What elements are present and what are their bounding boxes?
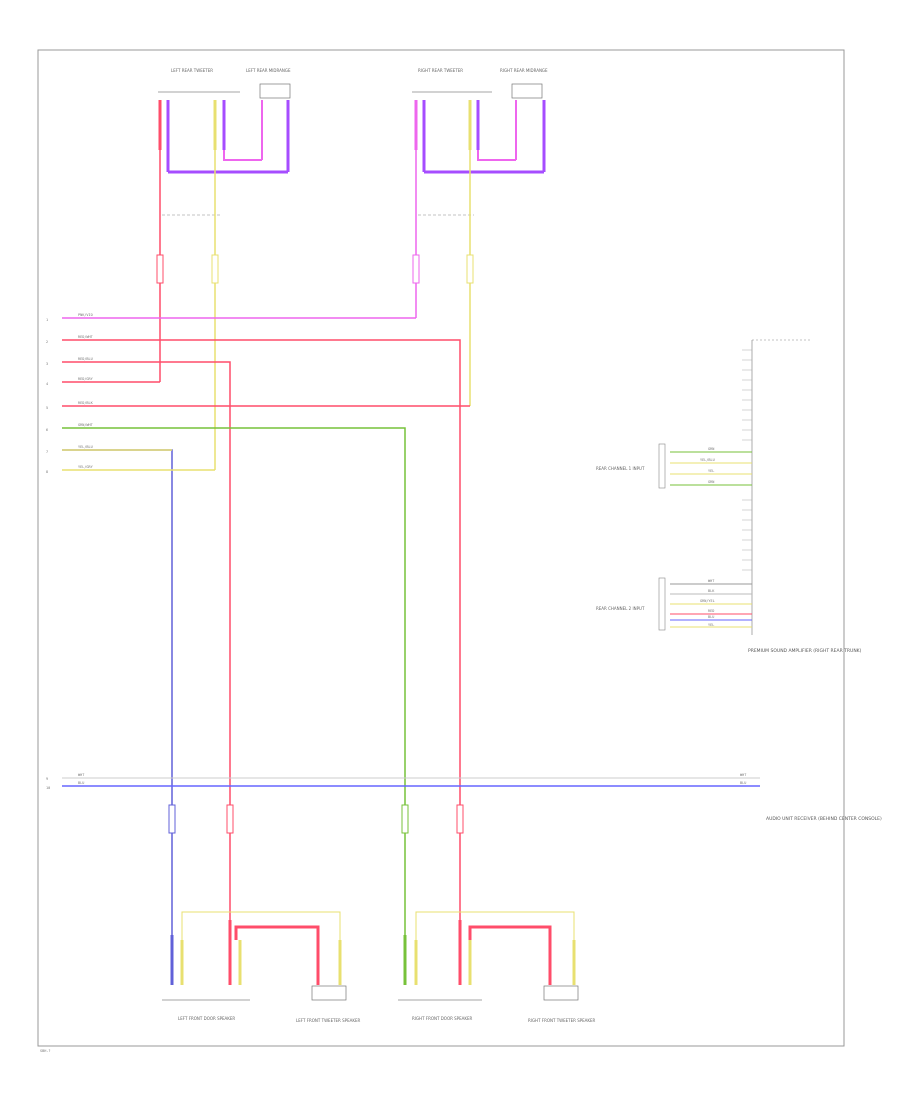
- rr-midrange-label: RIGHT REAR MIDRANGE: [500, 68, 548, 73]
- bus-wire-10-right: BLU: [740, 781, 746, 785]
- lr-tweeter-label: LEFT REAR TWEETER: [171, 68, 213, 73]
- diagram-footer-code: SBH-?: [40, 1049, 51, 1053]
- amp-ch2-wire-2: BLK: [708, 589, 715, 593]
- wire-5-num: 5: [46, 406, 48, 410]
- rf-door-label: RIGHT FRONT DOOR SPEAKER: [412, 1016, 473, 1021]
- amp-ch2-wire-4: RED: [708, 609, 714, 613]
- bus-wire-9-right: WHT: [740, 773, 747, 777]
- bus-wire-9-num: 9: [46, 777, 48, 781]
- amp-ch2-wire-6: YEL: [708, 623, 714, 627]
- wire-4-code: RED/GRY: [78, 377, 94, 381]
- amp-ch2-wire-1: WHT: [708, 579, 715, 583]
- radio-label: AUDIO UNIT RECEIVER (BEHIND CENTER CONSO…: [766, 816, 882, 822]
- wire-2-num: 2: [46, 340, 48, 344]
- amp-ch1-wire-1: GRN: [708, 447, 714, 451]
- amp-ch1-wire-4: GRN: [708, 480, 714, 484]
- wire-4-num: 4: [46, 382, 48, 386]
- wire-2-code: RED/WHT: [78, 335, 94, 339]
- amplifier-label: PREMIUM SOUND AMPLIFIER (RIGHT REAR TRUN…: [748, 648, 862, 654]
- left-rear-speaker-group: LEFT REAR TWEETER LEFT REAR MIDRANGE: [156, 68, 291, 470]
- amp-ch1-wire-2: YEL/BLU: [700, 458, 715, 462]
- amplifier-block: REAR CHANNEL 1 INPUT GRN YEL/BLU YEL GRN…: [596, 339, 862, 654]
- bus-wires: 9 WHT 10 BLU WHT BLU AUDIO UNIT RECEIVER…: [46, 773, 882, 822]
- rr-midrange-speaker-icon: [511, 83, 543, 99]
- wire-1-code: PNK/VIO: [78, 313, 93, 317]
- diagram-frame: [37, 49, 845, 1047]
- lf-door-label: LEFT FRONT DOOR SPEAKER: [178, 1016, 235, 1021]
- lr-midrange-label: LEFT REAR MIDRANGE: [246, 68, 291, 73]
- wire-5-code: RED/BLK: [78, 401, 94, 405]
- wire-6-num: 6: [46, 428, 48, 432]
- harness-wires: [62, 317, 470, 935]
- lr-midrange-speaker-icon: [259, 83, 291, 99]
- rr-tweeter-label: RIGHT REAR TWEETER: [418, 68, 463, 73]
- rf-tweeter-label: RIGHT FRONT TWEETER SPEAKER: [528, 1018, 596, 1023]
- wire-labels: 1 PNK/VIO 2 RED/WHT 3 RED/BLU 4 RED/GRY …: [46, 313, 94, 474]
- amp-ch2-wire-3: GRN/YEL: [700, 599, 715, 603]
- wire-1-num: 1: [46, 318, 48, 322]
- wire-3-code: RED/BLU: [78, 357, 93, 361]
- bus-wire-9-code: WHT: [78, 773, 85, 777]
- wire-8-num: 8: [46, 470, 48, 474]
- rear-channel-2-label: REAR CHANNEL 2 INPUT: [596, 606, 645, 611]
- bus-wire-10-num: 10: [46, 786, 50, 790]
- lf-tweeter-icon: [311, 985, 347, 1001]
- wire-3-num: 3: [46, 362, 48, 366]
- amp-ch1-wire-3: YEL: [708, 469, 714, 473]
- wire-7-code: YEL/BLU: [78, 445, 93, 449]
- wire-6-code: GRN/WHT: [78, 423, 94, 427]
- wire-7-num: 7: [46, 450, 48, 454]
- left-front-speaker-group: LEFT FRONT DOOR SPEAKER LEFT FRONT TWEET…: [162, 804, 360, 1023]
- rear-channel-1-label: REAR CHANNEL 1 INPUT: [596, 466, 645, 471]
- right-front-speaker-group: RIGHT FRONT DOOR SPEAKER RIGHT FRONT TWE…: [398, 804, 596, 1023]
- rf-tweeter-icon: [543, 985, 579, 1001]
- right-rear-speaker-group: RIGHT REAR TWEETER RIGHT REAR MIDRANGE: [412, 68, 548, 406]
- amp-ch2-wire-5: BLU: [708, 615, 714, 619]
- wire-8-code: YEL/GRY: [78, 465, 94, 469]
- lf-tweeter-label: LEFT FRONT TWEETER SPEAKER: [296, 1018, 360, 1023]
- bus-wire-10-code: BLU: [78, 781, 84, 785]
